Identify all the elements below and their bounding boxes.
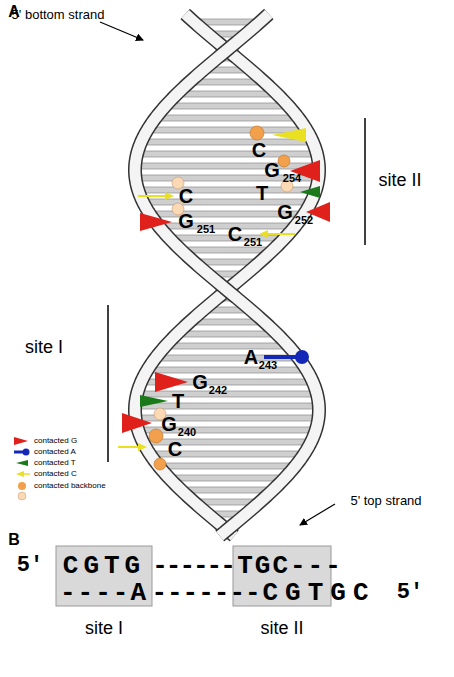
legend-text: contacted T [34,459,76,467]
site-label: site I [85,619,123,637]
legend-text: contacted A [34,448,76,456]
base-letter: G [277,202,293,222]
sequence-text: CGTGC [262,580,375,606]
base-letter: G [161,414,177,434]
base-pair [177,91,277,97]
site-label: site I [25,338,63,356]
panel-letter: B [8,532,20,548]
position-subscript: 243 [259,360,277,371]
base-pair [181,487,273,493]
position-subscript: 242 [209,385,227,396]
site-bracket [107,305,109,462]
site-bracket [364,118,366,245]
strand-ribbon [135,14,319,536]
strand-ribbon [135,14,319,536]
base-pair [147,367,306,373]
base-pair [165,343,288,349]
base-letter: C [179,186,193,206]
legend-samples [14,437,30,500]
position-subscript: 251 [244,237,262,248]
sequence-text: ------- [151,580,260,606]
site-label: site II [378,171,421,189]
site-label: site II [260,619,303,637]
contact-markers [118,126,330,470]
position-subscript: 254 [283,173,301,184]
strand-outline [135,14,319,536]
sequence-text: 5' [397,582,423,604]
sequence-text: ----A [60,580,148,606]
base-letter: T [256,183,268,203]
base-letter: A [244,347,258,367]
sequence-text: ------ [152,553,234,579]
base-letter: G [178,211,194,231]
base-pair [159,463,296,469]
site-box [56,546,152,606]
base-pair [177,331,277,337]
base-letter: C [228,224,242,244]
strand-outline [135,14,319,536]
leader-arrow [300,504,335,525]
base-pair [135,163,319,169]
base-letter: C [168,439,182,459]
base-pair [169,475,285,481]
base-letter: C [252,140,266,160]
strand-label: 5' top strand [350,494,421,507]
base-letter: T [172,391,184,411]
sequence-text: CGTG [63,553,145,579]
base-pair [147,127,306,133]
sequence-text: 5' [17,555,43,577]
strand-label: 5' bottom strand [12,8,105,21]
base-pair [141,139,313,145]
position-subscript: 240 [178,427,196,438]
sequence-text: TGC--- [237,553,343,579]
base-pair [135,403,319,409]
base-pair [156,115,299,121]
leader-arrow [100,22,143,40]
base-letter: G [264,160,280,180]
position-subscript: 251 [197,224,215,235]
base-pair [165,103,288,109]
legend-text: contacted backbone [34,482,106,490]
legend-text: contacted C [34,470,77,478]
base-letter: G [192,372,208,392]
base-pair [137,151,317,157]
legend-text: contacted G [34,437,77,445]
position-subscript: 252 [295,215,313,226]
base-pair [181,247,273,253]
